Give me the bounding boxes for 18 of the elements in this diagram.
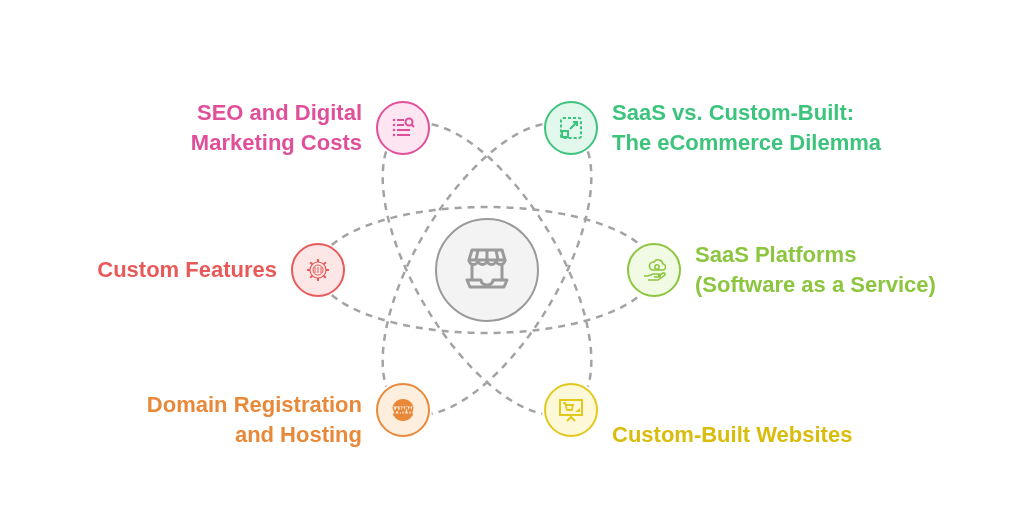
dashed-orbit-line [331, 294, 641, 335]
topic-label: SEO and Digital Marketing Costs [189, 99, 362, 157]
icon-circle [627, 243, 681, 297]
dashed-orbit-line [331, 205, 641, 246]
dashed-orbit-line [381, 151, 543, 415]
dashed-orbit-line [381, 123, 543, 387]
icon-circle [376, 383, 430, 437]
topic-label: Custom-Built Websites [612, 421, 854, 449]
topic-label: Domain Registration and Hosting [145, 391, 362, 449]
dashed-orbit-line [431, 123, 593, 387]
icon-circle [291, 243, 345, 297]
dashed-orbit-line [431, 151, 593, 415]
topic-label: SaaS vs. Custom-Built: The eCommerce Dilemma [612, 99, 882, 157]
topic-label: SaaS Platforms (Software as a Service) [695, 241, 937, 299]
icon-circle [376, 101, 430, 155]
topic-label: Custom Features [96, 256, 277, 284]
icon-circle [544, 383, 598, 437]
icon-circle [544, 101, 598, 155]
